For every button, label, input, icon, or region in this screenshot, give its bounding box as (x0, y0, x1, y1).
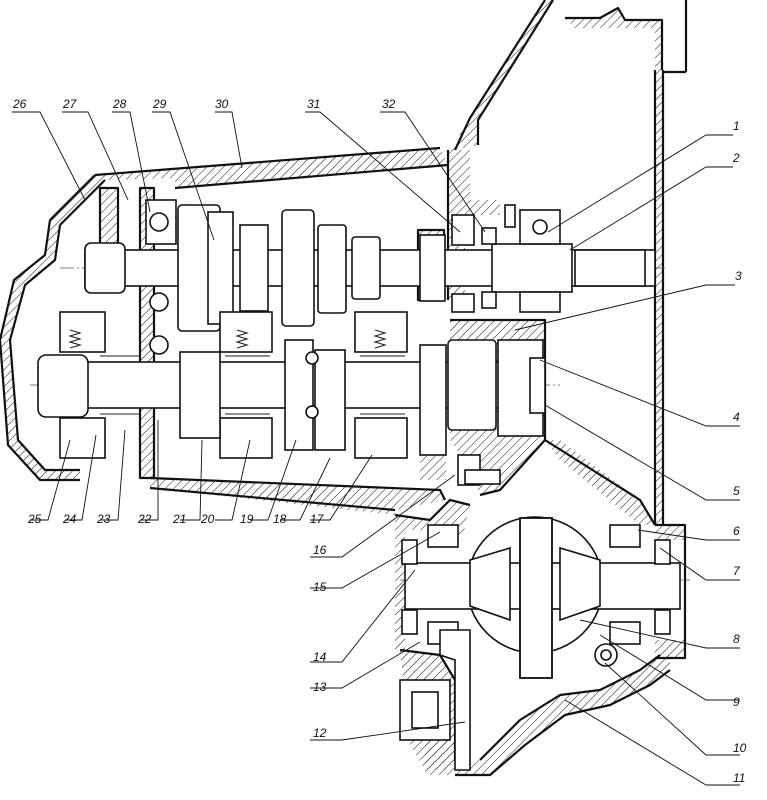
callout-24: 24 (62, 512, 77, 526)
callout-labels: 1 2 3 4 5 6 7 8 9 10 11 12 13 14 15 16 1… (12, 97, 747, 785)
callout-20: 20 (200, 512, 215, 526)
callout-31: 31 (307, 97, 320, 111)
callout-18: 18 (273, 512, 287, 526)
callout-12: 12 (313, 726, 327, 740)
leader-lines (12, 111, 740, 786)
differential (399, 454, 690, 771)
callout-15: 15 (313, 580, 327, 594)
callout-25: 25 (27, 512, 42, 526)
callout-4: 4 (733, 410, 740, 424)
callout-7: 7 (733, 564, 741, 578)
callout-11: 11 (733, 771, 745, 785)
callout-6: 6 (733, 524, 740, 538)
callout-3: 3 (735, 269, 742, 283)
callout-28: 28 (112, 97, 127, 111)
callout-2: 2 (732, 151, 740, 165)
callout-8: 8 (733, 632, 740, 646)
callout-27: 27 (62, 97, 78, 111)
callout-9: 9 (733, 695, 740, 709)
callout-13: 13 (313, 680, 327, 694)
callout-32: 32 (382, 97, 396, 111)
callout-16: 16 (313, 543, 327, 557)
callout-29: 29 (152, 97, 167, 111)
callout-10: 10 (733, 741, 747, 755)
callout-19: 19 (240, 512, 254, 526)
callout-14: 14 (313, 650, 327, 664)
callout-21: 21 (172, 512, 186, 526)
callout-23: 23 (96, 512, 111, 526)
callout-30: 30 (215, 97, 229, 111)
callout-26: 26 (12, 97, 27, 111)
callout-1: 1 (733, 119, 740, 133)
input-shaft (60, 199, 665, 355)
output-shaft (30, 311, 560, 459)
callout-5: 5 (733, 484, 740, 498)
callout-22: 22 (137, 512, 152, 526)
callout-17: 17 (310, 512, 325, 526)
